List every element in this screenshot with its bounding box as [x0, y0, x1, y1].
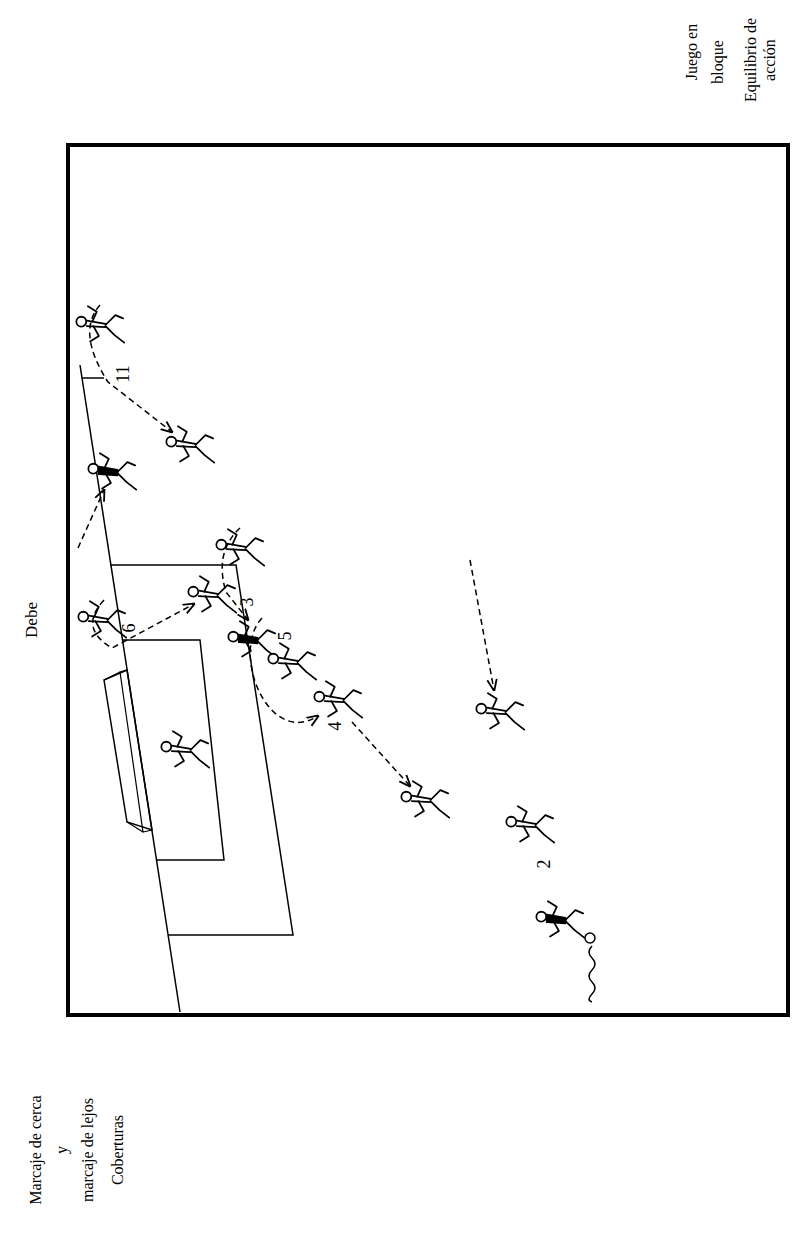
annotation-text: bloque [708, 40, 727, 84]
goal-frame [120, 670, 152, 832]
player-figure [188, 576, 236, 612]
player-figure [76, 306, 124, 342]
movement-arrow [78, 490, 104, 548]
movement-arrow [250, 618, 318, 722]
player-number: 2 [534, 860, 556, 869]
penalty-area [110, 565, 293, 935]
player-figure [314, 681, 362, 717]
player-figure [216, 529, 264, 565]
goalkeeper-figure [161, 731, 209, 767]
player-number: 5 [275, 632, 297, 641]
player-number: 3 [237, 598, 259, 607]
annotation-text: Juego en [682, 24, 701, 80]
movement-arrow [90, 305, 172, 432]
player-figure [506, 806, 554, 842]
player-number: 6 [119, 624, 141, 633]
goal-frame [104, 672, 120, 680]
annotation-text: marcaje de lejos [78, 1098, 97, 1202]
opponent-figure [536, 901, 584, 937]
heading-text: Debe [22, 602, 42, 638]
player-figure [401, 781, 449, 817]
goal-area [122, 640, 224, 860]
movement-arrow [93, 600, 194, 648]
player-number: 4 [325, 722, 347, 731]
ball [585, 933, 595, 943]
player-figure [476, 693, 524, 729]
dribble-line [589, 946, 595, 1002]
movement-arrow [352, 722, 410, 786]
player-figure [166, 426, 214, 462]
pitch-line [82, 377, 104, 379]
goal-net [104, 670, 152, 830]
annotation-text: Marcaje de cerca [26, 1095, 45, 1204]
annotation-text: Equilibrio de acción [741, 10, 779, 110]
goal-frame [127, 822, 143, 832]
annotation-text: Coberturas [108, 1115, 127, 1185]
movement-arrow [470, 560, 494, 690]
player-figure [78, 601, 126, 637]
goal-line [80, 365, 180, 1012]
field-frame [68, 145, 788, 1015]
annotation-text: y [52, 1146, 71, 1154]
player-number: 11 [113, 365, 135, 382]
player-figure [268, 643, 316, 679]
opponent-figure [88, 453, 136, 489]
